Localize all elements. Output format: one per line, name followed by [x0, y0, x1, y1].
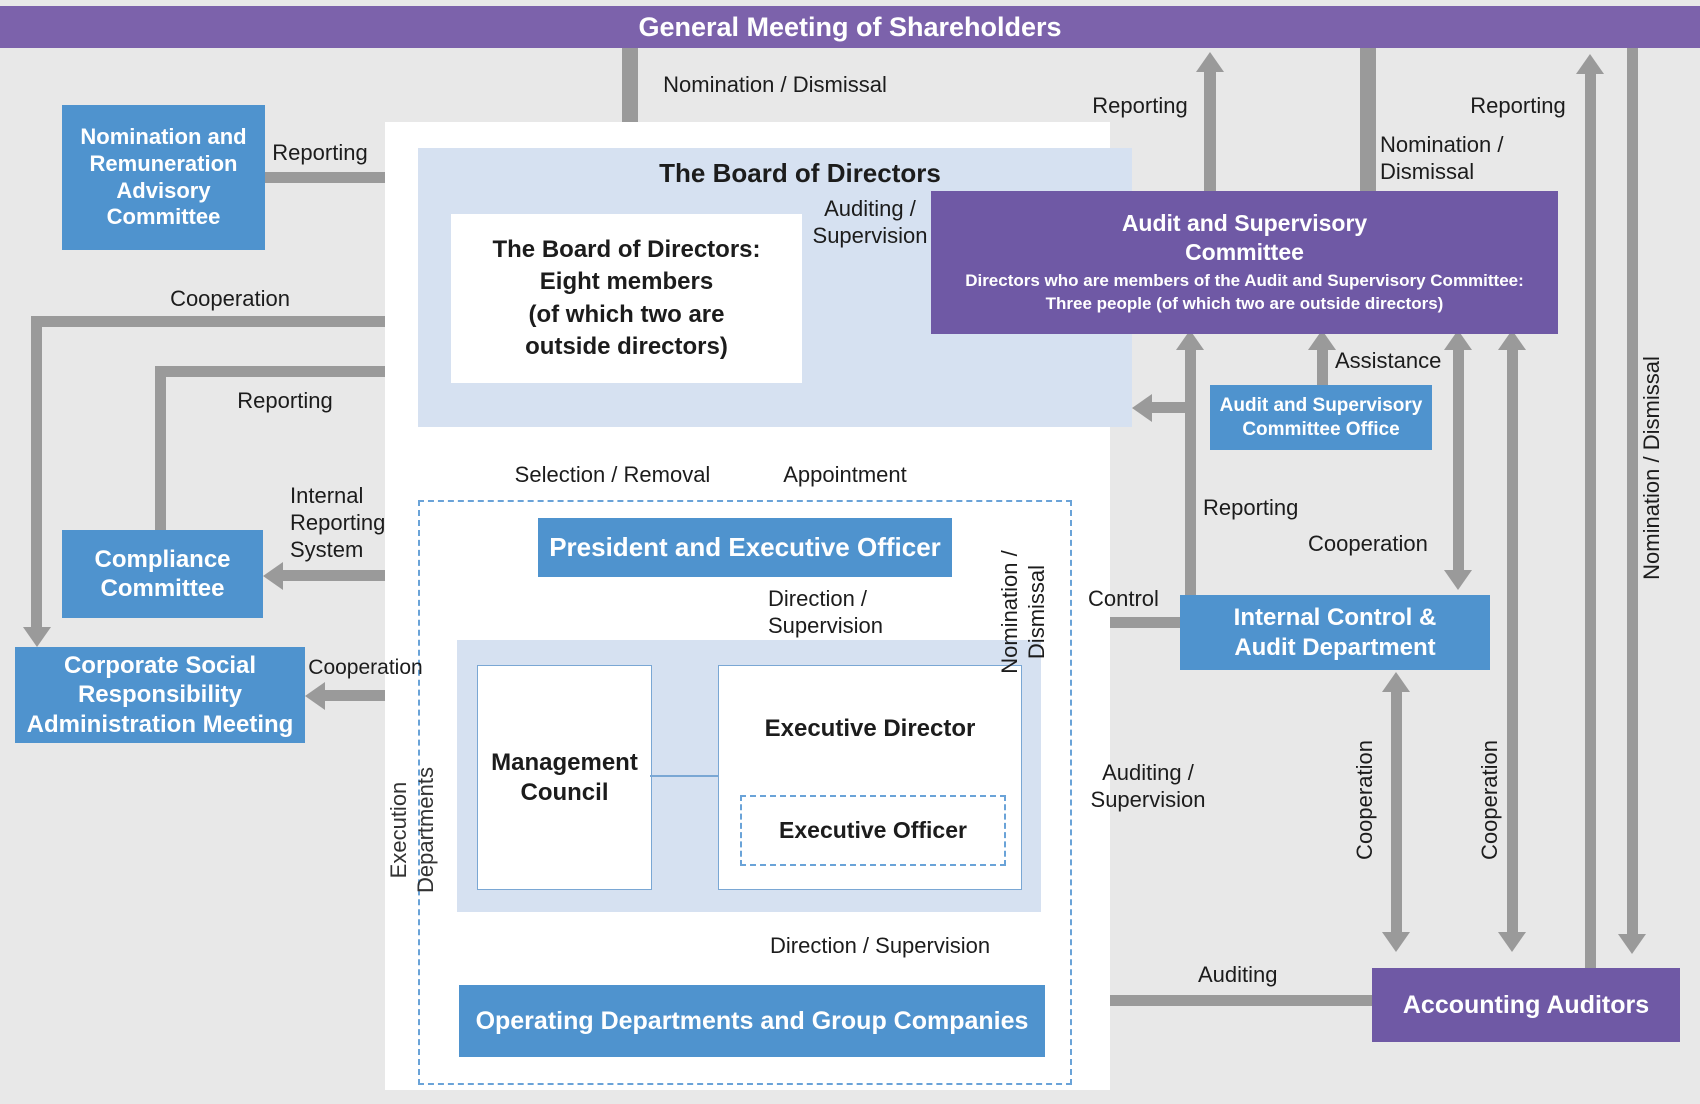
label-cooperation-ic-committee: Cooperation — [1308, 531, 1428, 556]
accounting-auditors-box: Accounting Auditors — [1372, 968, 1680, 1042]
board-of-directors-detail-box: The Board of Directors: Eight members (o… — [451, 214, 802, 383]
label-reporting-auditors-to-meeting: Reporting — [1470, 93, 1566, 118]
audit-committee-subtitle: Directors who are members of the Audit a… — [965, 270, 1524, 313]
president-executive-officer-box: President and Executive Officer — [538, 518, 952, 577]
label-nomination-dismissal-top: Nomination / Dismissal — [663, 72, 887, 97]
label-appointment: Appointment — [783, 462, 907, 487]
label-direction-supervision-2: Direction / Supervision — [770, 933, 991, 958]
label-nomination-dismissal-committee: Nomination / Dismissal — [1380, 132, 1504, 184]
label-execution-departments: Execution Departments — [386, 767, 438, 893]
banner-title: General Meeting of Shareholders — [638, 11, 1062, 42]
label-reporting-committee-to-meeting: Reporting — [1092, 93, 1188, 118]
label-auditing-supervision-board: Auditing / Supervision — [812, 196, 928, 248]
audit-supervisory-committee-box: Audit and Supervisory Committee Director… — [931, 191, 1558, 334]
label-nomination-dismissal-officer: Nomination / Dismissal — [997, 550, 1049, 674]
csr-administration-meeting-box: Corporate Social Responsibility Administ… — [15, 647, 305, 743]
internal-control-audit-department-box: Internal Control & Audit Department — [1180, 595, 1490, 670]
council-director-connector — [650, 775, 718, 777]
label-selection-removal: Selection / Removal — [514, 462, 711, 487]
label-control: Control — [1088, 586, 1159, 611]
nomination-remuneration-committee-box: Nomination and Remuneration Advisory Com… — [62, 105, 265, 250]
general-meeting-banner: General Meeting of Shareholders — [0, 6, 1700, 48]
label-auditing: Auditing — [1198, 962, 1278, 987]
label-cooperation-auditors-committee: Cooperation — [1476, 740, 1502, 860]
label-reporting-nomination: Reporting — [272, 140, 368, 165]
label-assistance: Assistance — [1335, 348, 1442, 373]
label-cooperation-csr-board: Cooperation — [170, 286, 290, 311]
label-nomination-dismissal-auditors: Nomination / Dismissal — [1638, 356, 1664, 580]
label-internal-reporting-system: Internal Reporting System — [290, 483, 386, 562]
label-direction-supervision-1: Direction / Supervision — [768, 586, 883, 638]
audit-committee-title: Audit and Supervisory Committee — [1121, 210, 1368, 266]
executive-director-label: Executive Director — [764, 715, 976, 742]
label-reporting-compliance-board: Reporting — [237, 388, 333, 413]
label-cooperation-csr-exec: Cooperation — [308, 656, 423, 679]
management-council-box: Management Council — [477, 665, 652, 890]
label-reporting-ic-committee: Reporting — [1203, 495, 1299, 520]
execution-departments-dashed-border — [418, 500, 1072, 1085]
operating-departments-box: Operating Departments and Group Companie… — [459, 985, 1045, 1057]
executive-officer-dashed-box: Executive Officer — [740, 795, 1006, 866]
compliance-committee-box: Compliance Committee — [62, 530, 263, 618]
label-cooperation-ic-auditors: Cooperation — [1351, 740, 1377, 860]
label-auditing-supervision-exec: Auditing / Supervision — [1090, 760, 1206, 812]
board-of-directors-title: The Board of Directors — [659, 158, 941, 188]
audit-supervisory-committee-office-box: Audit and Supervisory Committee Office — [1210, 385, 1432, 450]
